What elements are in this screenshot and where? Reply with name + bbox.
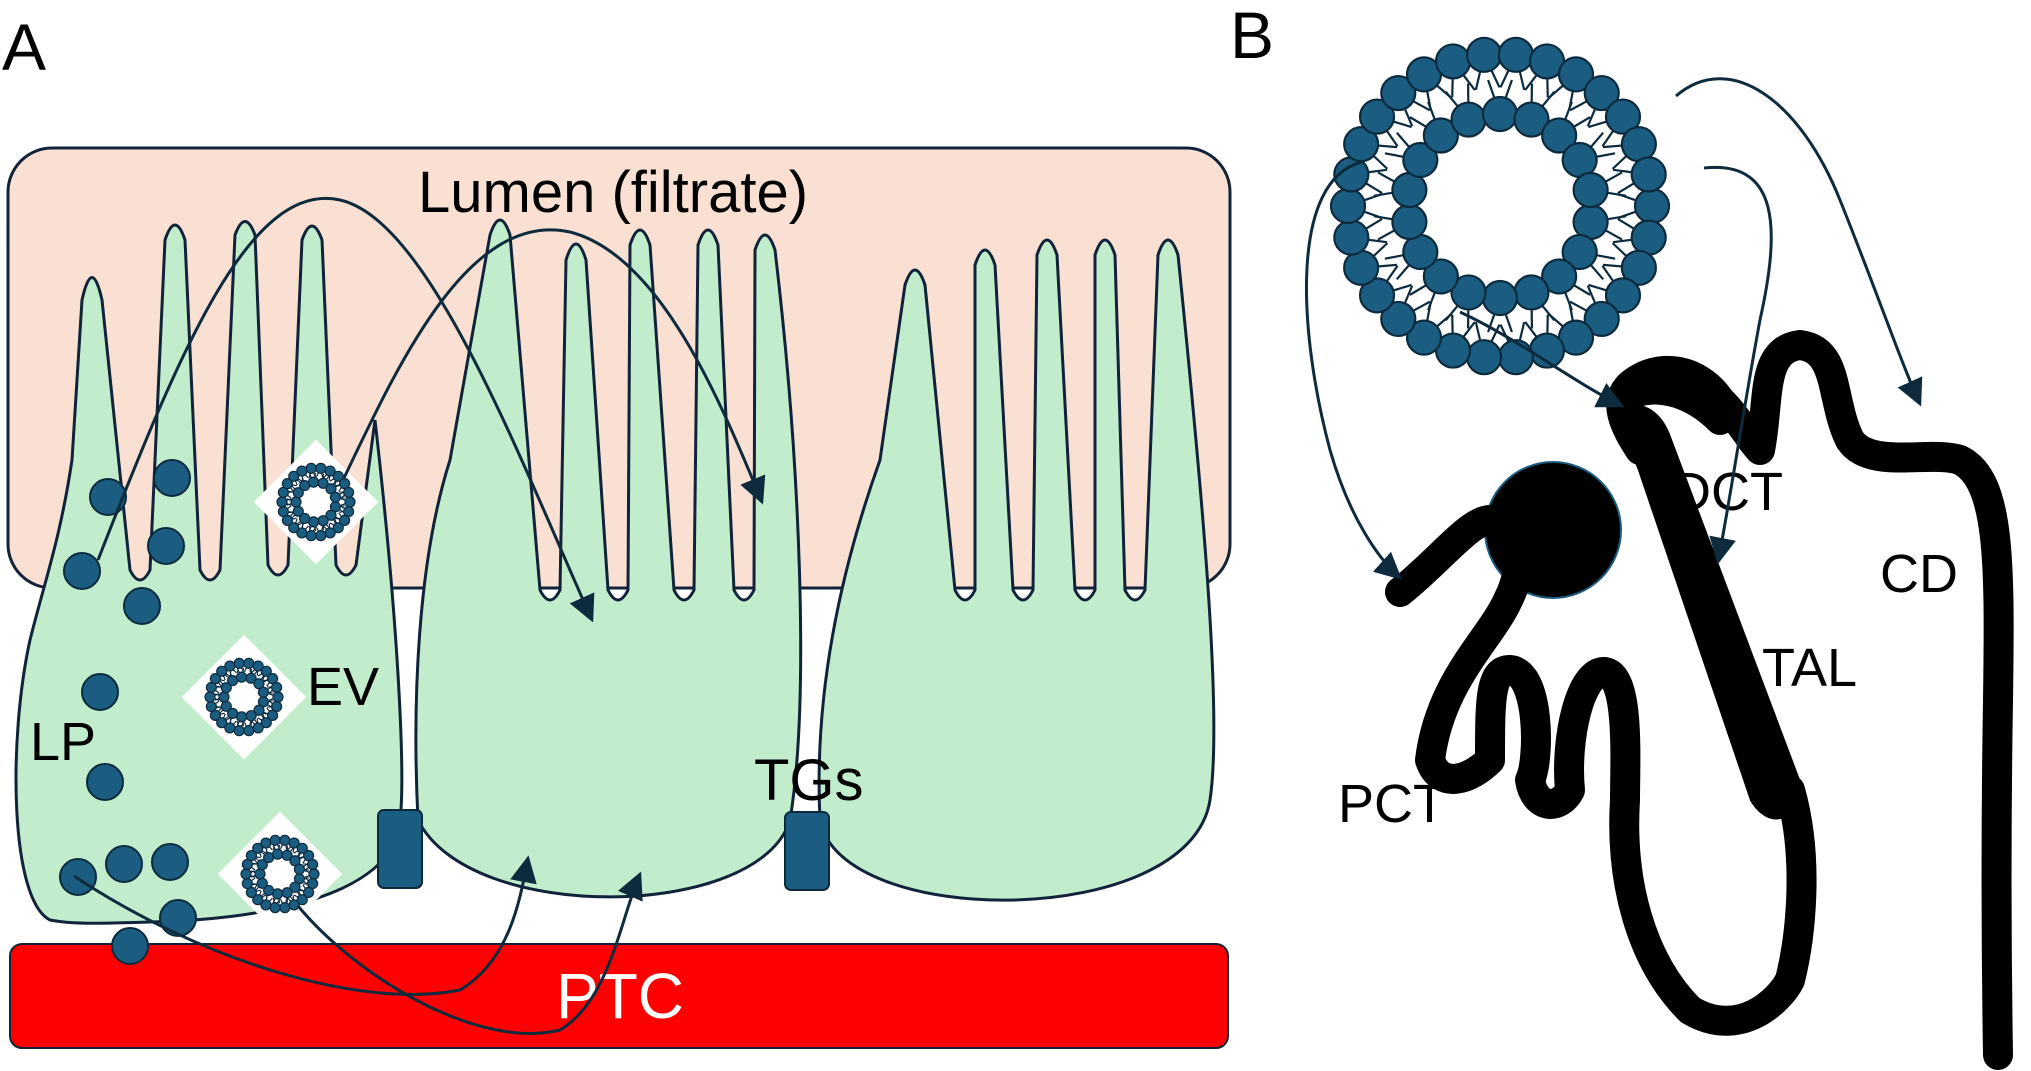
lipid-head bbox=[1630, 156, 1667, 193]
pct-label: PCT bbox=[1338, 774, 1446, 834]
lipid-head bbox=[1343, 249, 1380, 286]
lipid-head bbox=[1358, 277, 1396, 314]
lipid-head bbox=[1572, 203, 1609, 241]
lipid-head bbox=[1450, 101, 1487, 138]
lp-label: LP bbox=[30, 712, 96, 772]
lipid-head bbox=[1405, 319, 1443, 356]
ptc-label: PTC bbox=[556, 960, 684, 1032]
panel-a-letter: A bbox=[2, 10, 46, 84]
panel-b: B DCT CD TAL PCT bbox=[1230, 0, 2014, 1070]
lipid-head bbox=[1466, 36, 1503, 73]
lipid-head bbox=[1434, 43, 1472, 80]
lipid-head bbox=[1561, 233, 1598, 271]
epithelial-cell-2 bbox=[414, 218, 803, 899]
arrow-icon bbox=[342, 228, 766, 505]
lipid-head bbox=[1572, 171, 1609, 209]
lipid-head bbox=[1422, 117, 1459, 154]
lipid-head bbox=[1541, 258, 1578, 295]
lipid-head bbox=[1541, 117, 1578, 154]
lipid-head bbox=[1583, 74, 1620, 112]
arrow-icon bbox=[1703, 165, 1773, 565]
lipid-particle-icon bbox=[105, 845, 143, 883]
arrow-icon bbox=[296, 871, 643, 1035]
lipid-head bbox=[1422, 258, 1459, 295]
lipid-particle-icon bbox=[63, 552, 101, 590]
lipid-particle-icon bbox=[111, 927, 149, 965]
lipid-particle-icon bbox=[147, 527, 185, 565]
lipid-head bbox=[1329, 187, 1367, 225]
lipid-head bbox=[1450, 274, 1487, 311]
lipid-head bbox=[1481, 279, 1519, 317]
lipid-head bbox=[1481, 95, 1519, 133]
lipid-head bbox=[1557, 56, 1595, 93]
lipid-particles bbox=[59, 459, 197, 965]
arrow-icon bbox=[1459, 310, 1625, 408]
panel-b-letter: B bbox=[1230, 0, 1274, 72]
cd-label: CD bbox=[1880, 544, 1958, 604]
lipid-head bbox=[1620, 249, 1657, 286]
lipid-particle-icon bbox=[159, 899, 197, 937]
lipid-head bbox=[1620, 126, 1657, 163]
lipid-head bbox=[1513, 274, 1550, 311]
arrow-icon bbox=[73, 855, 537, 996]
lipid-head bbox=[1497, 339, 1534, 376]
lipid-head bbox=[1380, 74, 1417, 112]
arrow-icon bbox=[1675, 77, 1923, 407]
lipid-head bbox=[1358, 98, 1396, 135]
lumen-label: Lumen (filtrate) bbox=[418, 160, 808, 225]
nephron-loop bbox=[1606, 330, 2014, 1070]
lipid-head bbox=[1380, 300, 1417, 338]
tgs-label: TGs bbox=[754, 748, 864, 813]
nephron-tubule bbox=[1385, 505, 1817, 1036]
lipid-head bbox=[1583, 300, 1620, 338]
lipid-head bbox=[1391, 203, 1428, 241]
lipid-head bbox=[1604, 98, 1642, 135]
tight-junction-1 bbox=[377, 809, 423, 889]
lipid-particle-icon bbox=[153, 459, 191, 497]
tal-label: TAL bbox=[1762, 638, 1857, 698]
arrow-icon bbox=[96, 196, 595, 623]
lipid-head bbox=[1402, 233, 1439, 271]
lipid-head bbox=[1633, 187, 1671, 225]
lipid-head bbox=[1561, 141, 1598, 179]
lipid-head bbox=[1630, 219, 1667, 256]
ev-label: EV bbox=[307, 657, 379, 717]
lipid-particle-icon bbox=[151, 843, 189, 881]
dct-segment bbox=[1605, 374, 1735, 435]
tight-junction-2 bbox=[784, 811, 830, 891]
lipid-head bbox=[1333, 219, 1370, 256]
lipid-head bbox=[1391, 171, 1428, 209]
lipid-head bbox=[1513, 101, 1550, 138]
lipid-particle-icon bbox=[89, 478, 127, 516]
arrow-icon bbox=[1305, 160, 1403, 580]
lipid-particle-icon bbox=[86, 763, 124, 801]
lipid-particle-icon bbox=[81, 673, 119, 711]
lipid-head bbox=[1402, 141, 1439, 179]
epithelial-cell-3 bbox=[817, 238, 1216, 902]
vesicle-bilayer-icon bbox=[1329, 36, 1671, 376]
lipid-head bbox=[1497, 36, 1534, 73]
lipid-head bbox=[1466, 339, 1503, 376]
lipid-head bbox=[1604, 277, 1642, 314]
panel-a: A Lumen (filtrate) PTC bbox=[2, 10, 1232, 1049]
lipid-particle-icon bbox=[123, 587, 161, 625]
ptc-bar bbox=[9, 943, 1229, 1049]
